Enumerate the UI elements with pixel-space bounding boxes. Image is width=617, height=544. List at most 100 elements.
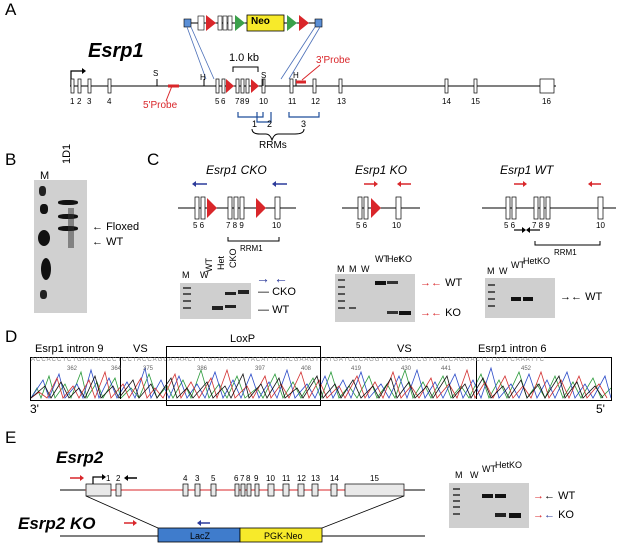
sequence-text: ACCACCTCTGATAACCCTCCTACCAGCATAACTTCGTATA… [31,357,545,363]
gel2-ko-label: →← KO [420,307,461,319]
seq-3prime: 3' [30,402,39,416]
seq-label-intron6: Esrp1 intron 6 [478,343,547,355]
gel2-wt-label: →← WT [420,277,463,289]
gel3-lane: KO [537,256,551,266]
e-exon-num: 8 [246,474,251,483]
sequence-numbers: 362 364 375 386 397 408 419 430 441 452 [31,366,611,374]
gel1-primer-arrows: → ← [256,270,288,286]
seq-label-loxp: LoxP [230,333,256,345]
seq-label-vs1: VS [133,343,148,355]
gel-e-wt-text: WT [558,490,576,502]
panel-a-letter: A [5,0,17,19]
pgkneo-label: PGK-Neo [264,531,303,541]
neo-box [246,14,285,32]
gel-e-lane: M [455,470,463,480]
seq-num: 452 [521,366,532,372]
cassette-end-block-left [183,18,192,28]
gel2-lane: M [349,264,357,274]
e-exon-num: 6 [234,474,239,483]
rrm-num-1: 1 [252,119,258,129]
gel-e-lane: KO [509,460,523,470]
blot-wt-label: ← WT [92,236,124,248]
seq-num: 430 [401,366,412,372]
gel1-wt-label: — WT [258,304,290,316]
panel-b-letter: B [5,150,17,169]
loxp-box [166,346,321,406]
gel-e-ko-label: →← KO [533,509,574,521]
seq-label-vs2: VS [397,343,412,355]
seq-num: 375 [143,366,154,372]
exon-num: 14 [442,97,451,106]
lacz-label: LacZ [190,531,211,541]
gel1-lanes: M W WT Het CKO [180,248,280,282]
gel2-lane: Het [387,254,402,264]
seq-num: 362 [67,366,78,372]
floxed-label: ← Floxed [92,221,140,233]
esrp1-gene-title: Esrp1 [88,40,144,62]
wt-ex-56: 5 6 [504,221,516,230]
gel1-lane: W [200,270,209,280]
rrm-num-3: 3 [301,119,307,129]
gel3-lanes: M W WT Het KO [485,256,555,276]
seq-label-intron9: Esrp1 intron 9 [35,343,104,355]
e-exon-num: 3 [195,474,200,483]
gel3-wt-text: WT [585,291,603,303]
e-exon-num: 4 [183,474,188,483]
wt-title: Esrp1 WT [500,163,554,177]
gel-e-lane: Het [495,460,510,470]
gel2-ko-text: KO [445,307,461,319]
seq-num: 386 [197,366,208,372]
probe5-label: 5'Probe [143,100,178,111]
seq-num: 364 [111,366,122,372]
gel-e [449,483,529,528]
gel-e-lanes: M W WT Het KO [449,460,529,482]
seq-num: 419 [351,366,362,372]
seq-num: 408 [301,366,312,372]
gel3-wt-label: →← WT [560,291,603,303]
gel2-wt-text: WT [445,277,463,289]
gel-e-lane: W [470,470,479,480]
e-exon-num: 1 [106,474,111,483]
exon-num: 8 [240,97,245,106]
gel3-lane: M [487,266,495,276]
e-exon-num: 11 [282,474,291,483]
exon-num: 9 [245,97,250,106]
cassette-end-block-right [314,18,323,28]
site-s1: S [153,69,159,78]
exon-num: 12 [311,97,320,106]
exon-num: 3 [87,97,92,106]
site-s2: S [261,71,267,80]
panel-d-letter: D [5,327,18,346]
gel2-lane: WT [375,254,389,264]
gel1-cko-text: CKO [272,286,296,298]
gel3-lane: Het [523,256,538,266]
esrp2-title: Esrp2 [56,448,104,467]
exon-num: 16 [542,97,551,106]
probe3-label: 3'Probe [316,55,351,66]
exon-num: 1 [70,97,75,106]
seq-num: 441 [441,366,452,372]
rrm-num-2: 2 [267,119,273,129]
site-h2: H [293,71,299,80]
exon-num: 11 [288,97,297,106]
gel-e-wt-label: →← WT [533,490,576,502]
gel2-lane: W [361,264,370,274]
chromatogram-traces [31,366,611,400]
rrms-label: RRMs [259,140,287,151]
gel2-lanes: M M W WT Het KO [335,254,415,274]
wt-rrm1-label: RRM1 [554,248,577,257]
gel2 [335,274,415,322]
e-exon-num: 15 [370,474,379,483]
gel1-wt-text: WT [272,304,290,316]
loxp-triangle [206,15,216,31]
cko-ex-10: 10 [272,221,281,230]
gel1-cko-label: — CKO [258,286,296,298]
scale-label: 1.0 kb [229,52,259,64]
gel-e-lane: WT [482,464,496,474]
ko-ex-56: 5 6 [356,221,368,230]
blot-lane-m: M [40,170,50,182]
gel2-lane: KO [399,254,413,264]
